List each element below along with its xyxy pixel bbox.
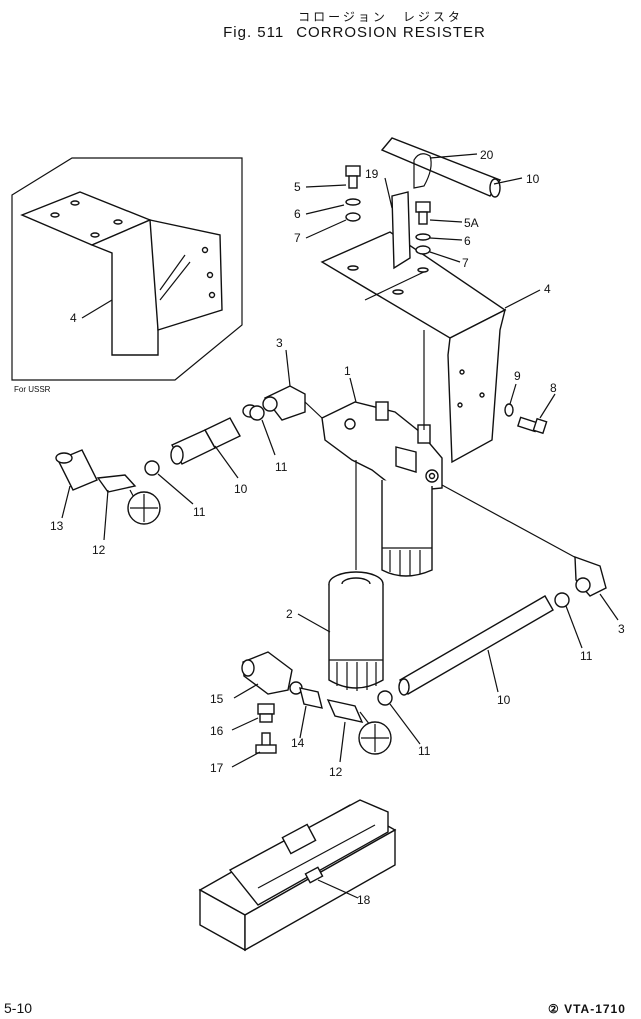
- callout-14: 14: [291, 736, 305, 750]
- callout-12-right: 12: [329, 765, 343, 779]
- inset-bracket: [20, 191, 223, 356]
- callout-16: 16: [210, 724, 224, 738]
- callout-4: 4: [544, 282, 551, 296]
- callout-15: 15: [210, 692, 224, 706]
- callout-13: 13: [50, 519, 64, 533]
- manifold-block-18: [198, 799, 397, 952]
- inset-box: 4 For USSR: [11, 157, 243, 394]
- inset-note: For USSR: [14, 385, 51, 394]
- page-number: 5-10: [4, 1000, 33, 1016]
- nipple-16: [257, 703, 275, 723]
- plug-13: [55, 449, 98, 491]
- bolt-5: [345, 165, 361, 222]
- tee-15: [241, 651, 293, 695]
- japanese-title: コロージョン レジスタ: [298, 10, 463, 24]
- callout-6: 6: [294, 207, 301, 221]
- figure-title: Fig. 511 CORROSION RESISTER: [40, 24, 641, 41]
- callout-18: 18: [357, 893, 371, 907]
- clamp-11-b: [144, 460, 160, 476]
- inset-callout-4: 4: [70, 311, 77, 325]
- mounting-bracket: [320, 231, 507, 464]
- valve-12-right: [326, 699, 392, 755]
- callout-11-b: 11: [193, 505, 206, 519]
- callout-10-left: 10: [234, 482, 248, 496]
- callout-numbers: 5 6 7 19 20 10 5A 6 7 4 3 1 9 8 11 10 11…: [50, 148, 625, 907]
- elbow-3-upper: [262, 385, 306, 421]
- figure-name: CORROSION RESISTER: [296, 24, 486, 41]
- callout-11-a: 11: [275, 460, 288, 474]
- callout-8: 8: [550, 381, 557, 395]
- leader-lines: [61, 153, 619, 899]
- bolt-5a: [415, 201, 431, 255]
- callout-10-top: 10: [526, 172, 540, 186]
- figure-number: Fig. 511: [223, 24, 285, 41]
- callout-11-d: 11: [418, 744, 431, 758]
- callout-2: 2: [286, 607, 293, 621]
- pipe-14: [289, 681, 323, 709]
- callout-1: 1: [344, 364, 351, 378]
- callout-9: 9: [514, 369, 521, 383]
- filter-element: [328, 571, 384, 691]
- callout-6-right: 6: [464, 234, 471, 248]
- callout-12-left: 12: [92, 543, 106, 557]
- hose-10-lower: [398, 595, 554, 696]
- cock-17: [255, 732, 277, 754]
- callout-7-right: 7: [462, 256, 469, 270]
- top-pipe: [380, 137, 502, 198]
- filter-element-rear: [381, 480, 433, 577]
- callout-17: 17: [210, 761, 224, 775]
- callout-3-upper: 3: [276, 336, 283, 350]
- clamp-11-d: [377, 690, 393, 706]
- callout-19: 19: [365, 167, 379, 181]
- callout-5a: 5A: [464, 216, 479, 230]
- clamp-11-a: [249, 405, 265, 421]
- elbow-3-right: [574, 555, 607, 597]
- valve-12-left: [96, 474, 161, 525]
- callout-3-right: 3: [618, 622, 625, 636]
- callout-10-lower: 10: [497, 693, 511, 707]
- clamp-11-c: [554, 592, 570, 608]
- document-code: ② VTA-1710: [548, 1002, 626, 1016]
- bolt-8: [504, 403, 548, 435]
- callout-7: 7: [294, 231, 301, 245]
- hose-10-upper: [170, 404, 258, 465]
- callout-5: 5: [294, 180, 301, 194]
- clamp-stay: [391, 191, 411, 270]
- callout-20: 20: [480, 148, 494, 162]
- filter-head: [321, 401, 443, 493]
- callout-11-c: 11: [580, 649, 593, 663]
